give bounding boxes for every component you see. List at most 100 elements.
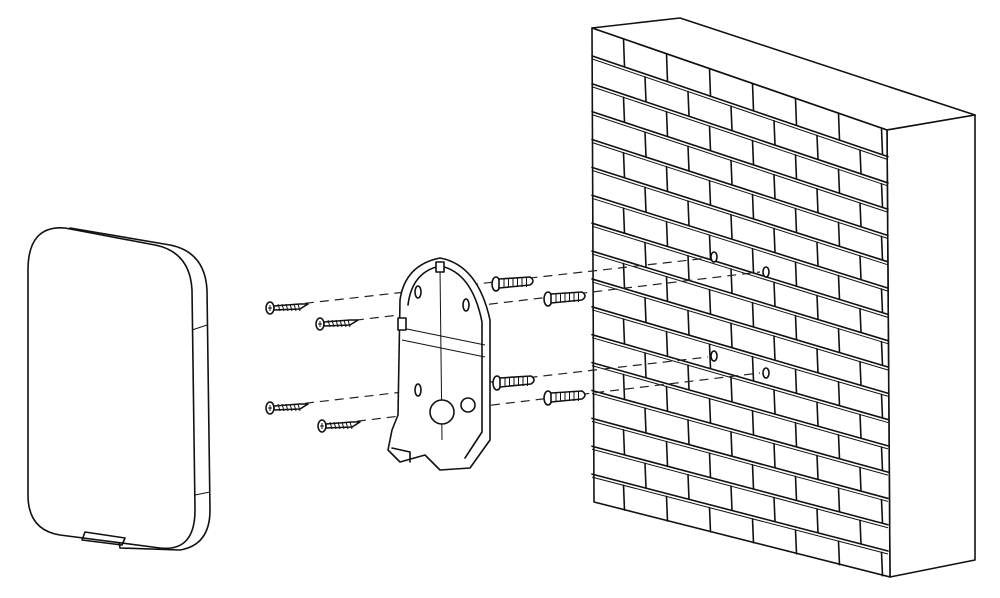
mortar-line [591,110,889,211]
brick-joint [687,200,690,227]
brick-joint [859,149,862,175]
brick-joint [708,234,712,261]
wall-front-face [591,27,891,578]
brick-joint [880,498,884,524]
screw [315,317,359,331]
wall-anchor [492,375,535,391]
brick-joint [708,343,712,370]
screw-thread [297,303,301,312]
brick-joint [730,485,733,512]
mortar-line [591,337,889,424]
brick-joint [730,322,733,349]
mortar-line [591,222,889,316]
mortar-line [591,389,889,473]
mortar-line [591,281,889,371]
brick-joint [773,227,776,254]
mortar-line [591,445,889,526]
brick-joint [622,96,626,123]
brick-joint [794,475,798,502]
brick-joint [794,154,798,180]
brick-joint [665,275,669,302]
brick-joint [859,360,862,386]
screw-thread [343,319,347,328]
brick-joint [751,193,755,220]
screw-thread [329,421,333,430]
brick-joint [622,318,626,345]
mortar-line [591,58,889,161]
phillips-icon [318,321,322,327]
wall-hole [762,367,770,379]
brick-joint [644,186,647,213]
brick-joint [880,235,884,261]
anchor-body [499,375,535,388]
screw [265,401,309,415]
mortar-line [591,114,889,213]
brick-joint [622,151,626,179]
mortar-line [591,417,889,500]
brick-joint [773,120,776,146]
brick-joint [880,340,884,366]
brick-joint [859,519,862,545]
brick-wall [591,17,976,578]
brick-joint [773,173,776,200]
brick-joint [644,352,647,379]
brick-joint [794,97,798,126]
brick-joint [837,487,841,513]
brick-joint [665,52,669,83]
brick-joint [687,364,690,391]
phillips-icon [268,305,272,311]
screw-thread [289,403,293,412]
brick-joint [665,110,669,138]
brick-joint [751,463,755,490]
plate-clip [391,447,411,463]
brick-joint [837,381,841,407]
brick-joint [859,466,862,492]
mortar-line [591,392,889,476]
brick-joint [751,301,755,328]
brick-joint [816,294,819,320]
brick-joint [773,335,776,361]
brick-joint [687,419,690,446]
brick-joint [730,431,733,457]
brick-joint [837,327,841,354]
plate-slot [462,298,470,312]
brick-joint [880,288,884,314]
mounting-plate [387,257,491,471]
wall-anchor [543,291,586,307]
brick-joint [665,165,669,192]
screw-thread [341,421,345,430]
screw [317,419,361,433]
brick-joint [730,376,733,403]
brick-joint [708,125,712,152]
wall-anchor [491,276,534,292]
anchor-body [550,291,586,304]
brick-pattern [591,38,889,577]
screw-thread [293,303,297,312]
brick-joint [794,368,798,394]
screw-thread [289,303,293,312]
brick-joint [622,207,626,234]
brick-joint [622,484,626,511]
screws [265,301,361,433]
screw-thread [347,319,351,328]
brick-joint [644,131,647,158]
device [27,227,211,551]
screw-thread [335,319,339,328]
brick-joint [751,82,755,112]
brick-joint [837,168,841,194]
screw-thread [281,403,285,412]
brick-joint [751,409,755,436]
brick-joint [794,314,798,341]
brick-joint [794,422,798,448]
brick-joint [708,67,712,97]
brick-joint [730,268,733,294]
brick-joint [859,307,862,334]
brick-joint [773,389,776,415]
wall-anchor [543,390,586,406]
wall-anchors [491,276,586,406]
screw-thread [285,303,289,312]
mortar-line [591,333,889,421]
plate-tab [435,261,445,273]
